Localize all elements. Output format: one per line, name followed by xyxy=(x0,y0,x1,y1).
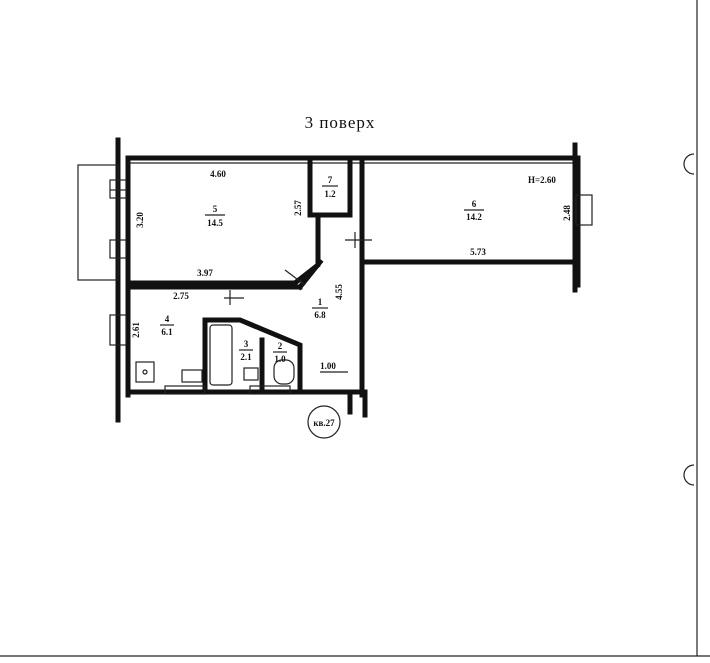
dim-corridor-length: 4.55 xyxy=(334,284,344,300)
dim-entry-width: 1.00 xyxy=(320,361,336,371)
dimension-labels: 4.60 3.20 2.57 3.97 2.75 2.61 4.55 1.00 … xyxy=(131,169,572,371)
room-5-area: 14.5 xyxy=(207,218,223,228)
room-7-area: 1.2 xyxy=(324,189,336,199)
plan-walls xyxy=(77,137,593,423)
room-2-area: 1.0 xyxy=(274,354,286,364)
room-3-area: 2.1 xyxy=(240,352,252,362)
room-2-number: 2 xyxy=(278,341,283,351)
room-1-number: 1 xyxy=(318,297,323,307)
dim-room5-right: 2.57 xyxy=(293,200,303,216)
apartment-circle xyxy=(307,405,341,439)
binder-hole-top xyxy=(683,153,695,175)
dim-room4-depth: 2.61 xyxy=(131,322,141,338)
room-6-number: 6 xyxy=(472,199,477,209)
dim-room6-depth: 2.48 xyxy=(562,205,572,221)
room-6-area: 14.2 xyxy=(466,212,482,222)
room-5-number: 5 xyxy=(213,204,218,214)
room-7-number: 7 xyxy=(328,175,333,185)
room-1-area: 6.8 xyxy=(314,310,326,320)
dim-room6-width: 5.73 xyxy=(470,247,486,257)
dim-room4-width: 2.75 xyxy=(173,291,189,301)
dim-room5-bottom: 3.97 xyxy=(197,268,213,278)
dim-room5-width: 4.60 xyxy=(210,169,226,179)
room-labels: 1 6.8 2 1.0 3 2.1 4 6.1 5 14.5 6 14.2 7 … xyxy=(160,175,484,364)
dim-room5-depth: 3.20 xyxy=(135,212,145,228)
room-4-number: 4 xyxy=(165,314,170,324)
room-4-area: 6.1 xyxy=(161,327,173,337)
floor-title: 3 поверх xyxy=(305,113,376,132)
height-note: H=2.60 xyxy=(528,175,556,185)
apartment-label: кв.27 xyxy=(313,418,335,428)
binder-hole-bottom xyxy=(683,464,695,486)
room-3-number: 3 xyxy=(244,339,249,349)
